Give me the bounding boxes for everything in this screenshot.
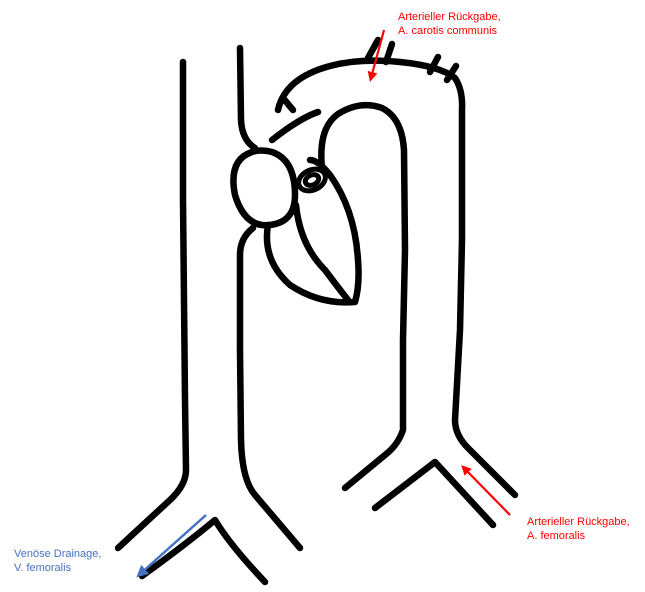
femoral-venous-drainage-label: Venöse Drainage, V. femoralis xyxy=(14,547,101,575)
vena-cava-bifurcation-inner xyxy=(142,520,265,582)
femoral-art-label-line-2: A. femoralis xyxy=(527,529,630,543)
femoral-venous-drainage-arrow xyxy=(140,515,206,574)
femoral-arterial-return-label: Arterieller Rückgabe, A. femoralis xyxy=(527,515,630,543)
heart xyxy=(233,98,358,302)
carotid-label-line-1: Arterieller Rückgabe, xyxy=(398,10,501,24)
venous-label-line-2: V. femoralis xyxy=(14,561,101,575)
ventricle-outline xyxy=(267,160,359,302)
aorta-bifurcation-inner xyxy=(375,462,493,525)
pulmonary-trunk xyxy=(272,112,318,140)
carotid-label-line-2: A. carotis communis xyxy=(398,24,501,38)
ventricle-septum xyxy=(296,205,348,300)
femoral-art-label-line-1: Arterieller Rückgabe, xyxy=(527,515,630,529)
carotid-arterial-return-label: Arterieller Rückgabe, A. carotis communi… xyxy=(398,10,501,38)
vena-cava-left-wall xyxy=(118,62,186,548)
venous-label-line-1: Venöse Drainage, xyxy=(14,547,101,561)
femoral-arterial-return-arrow xyxy=(464,468,510,515)
right-atrium xyxy=(233,151,295,226)
vena-cava-right-wall-upper xyxy=(240,48,255,148)
aortic-arch-inner xyxy=(321,105,405,488)
vena-cava-right-wall-lower xyxy=(240,228,300,548)
vena-cava xyxy=(118,48,300,582)
